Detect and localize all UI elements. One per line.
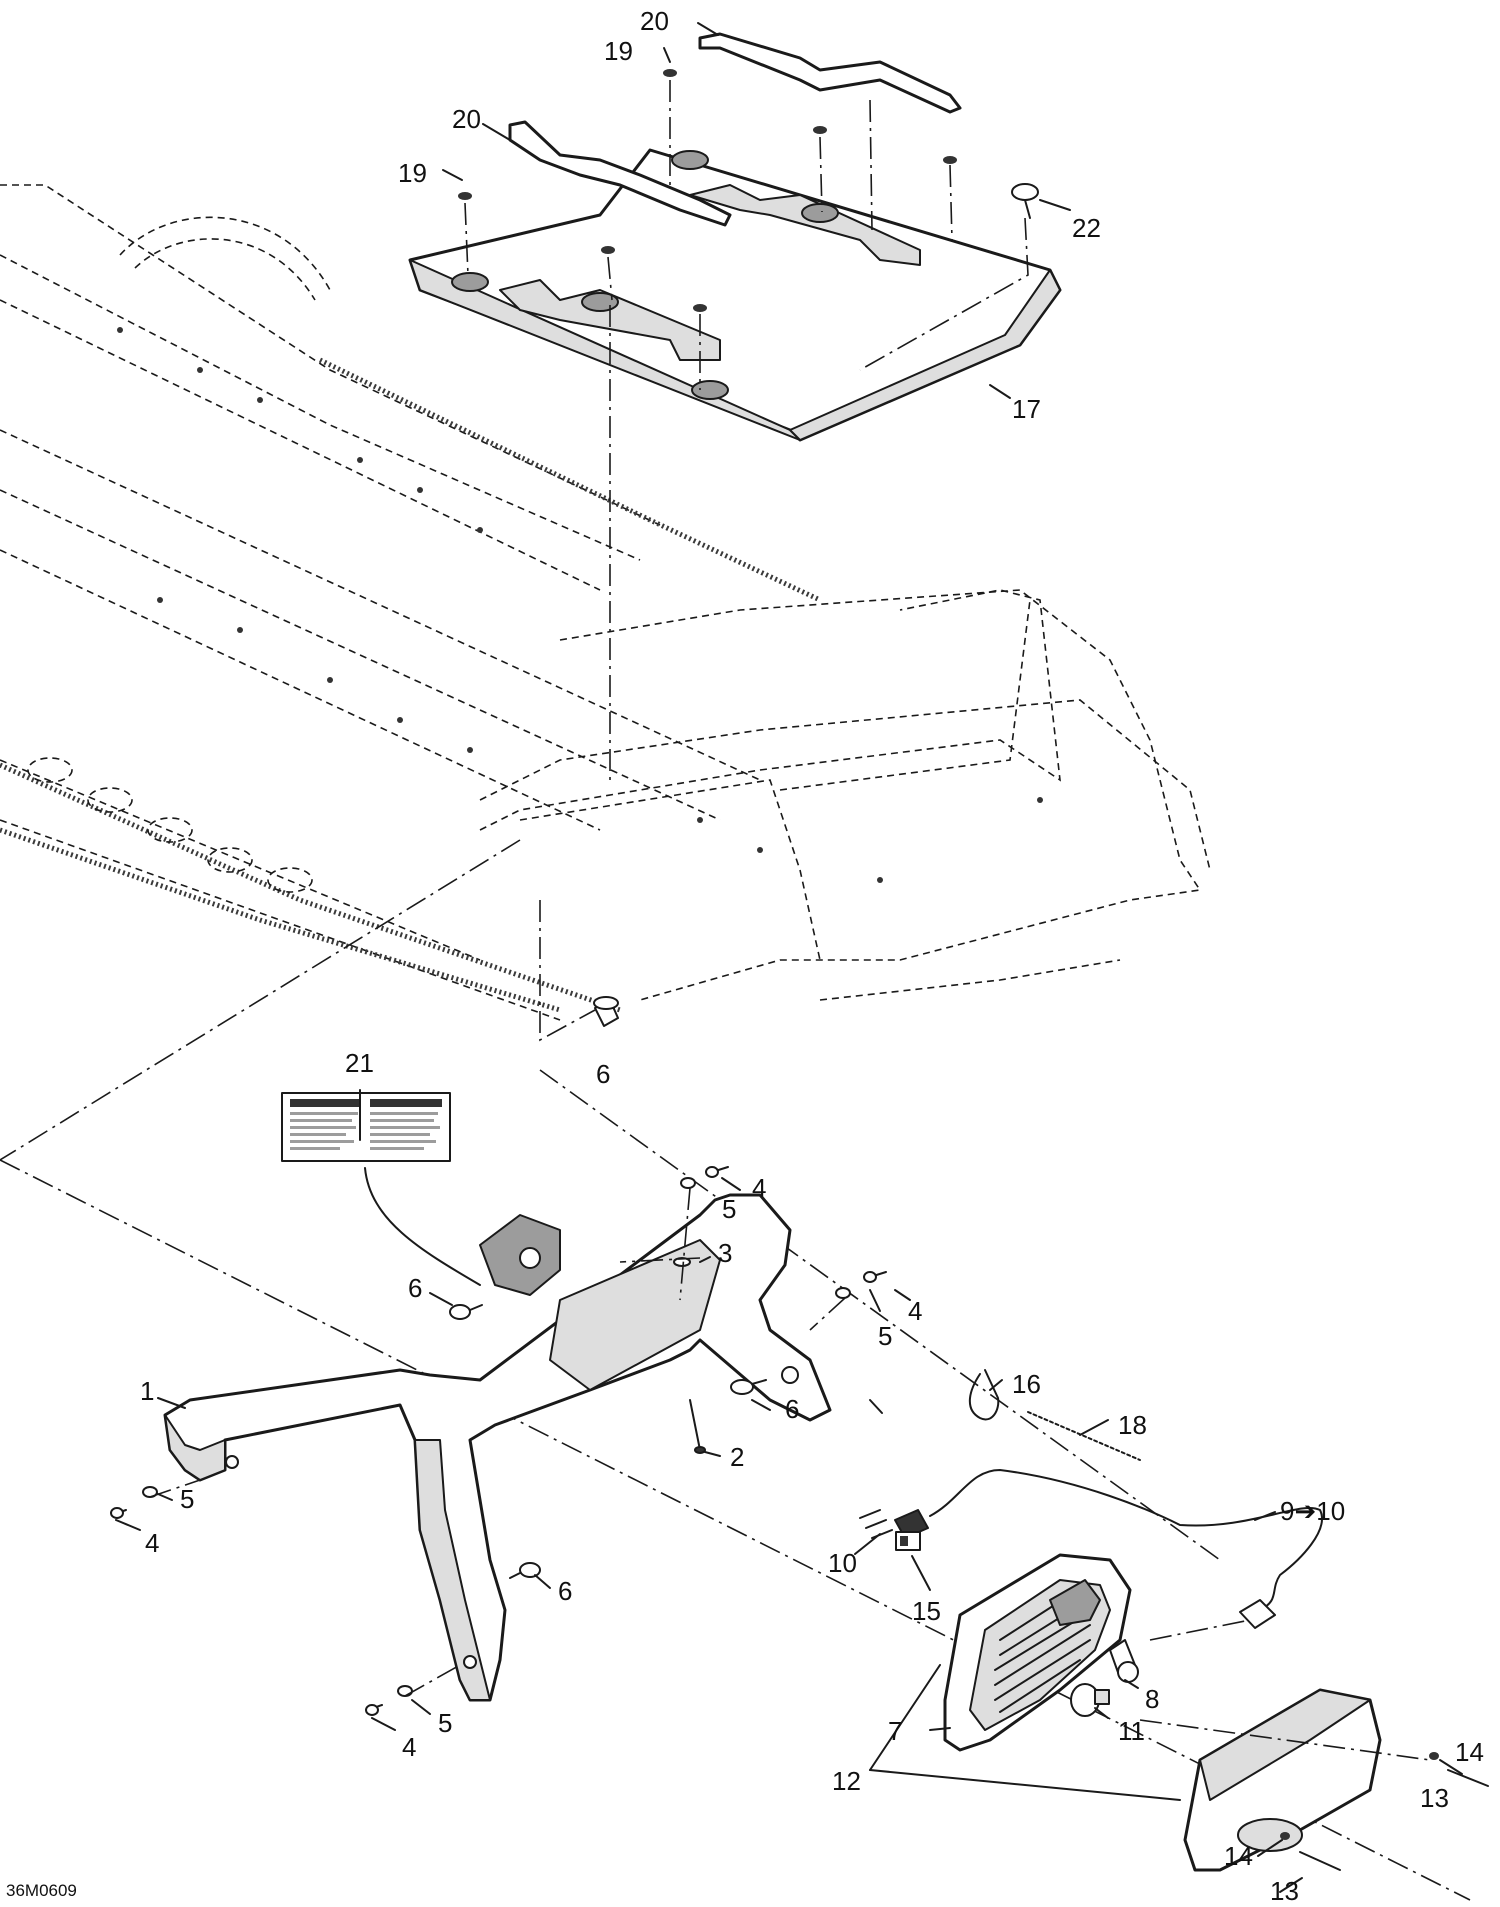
callout-5-left: 5 [180, 1484, 194, 1514]
lens-screws [1139, 1619, 1489, 1871]
callout-1: 1 [140, 1376, 154, 1406]
tunnel-frame [0, 184, 1211, 1021]
callout-2: 2 [730, 1442, 744, 1472]
taillight-housing-7 [943, 1553, 1132, 1752]
warning-decal [281, 1092, 481, 1286]
callout-11: 11 [1118, 1716, 1145, 1746]
bulb-11 [1070, 1683, 1110, 1717]
callout-14-right: 14 [1455, 1737, 1484, 1767]
callout-4-bottom: 4 [402, 1732, 416, 1762]
callout-7: 7 [888, 1716, 902, 1746]
reference-code: 36M0609 [6, 1881, 77, 1900]
callout-19-upper: 19 [604, 36, 633, 66]
cable-tie-16 [968, 1369, 1000, 1421]
bulb-socket-8 [1109, 1639, 1139, 1683]
connector-pins-10 [859, 1509, 893, 1539]
plate-assembly-lines [464, 80, 1029, 780]
callout-4-right: 4 [908, 1296, 922, 1326]
callout-4-left: 4 [145, 1528, 159, 1558]
bumper-fasteners [110, 1166, 887, 1716]
rear-bumper [163, 1193, 832, 1702]
callout-17: 17 [1012, 394, 1041, 424]
callout-12: 12 [832, 1766, 861, 1796]
seal-strip-lower [508, 120, 732, 227]
spring-sleeve-18 [1027, 1411, 1141, 1461]
callout-6-right: 6 [785, 1394, 799, 1424]
callout-6-bottom: 6 [558, 1576, 572, 1606]
screws-19 [458, 69, 957, 312]
push-rivet-22 [1011, 183, 1039, 219]
callout-6-frame: 6 [596, 1059, 610, 1089]
callout-18: 18 [1118, 1410, 1147, 1440]
connector-15 [895, 1531, 921, 1551]
callout-16: 16 [1012, 1369, 1041, 1399]
callout-4-top: 4 [752, 1173, 766, 1203]
seal-strip-upper [698, 32, 962, 114]
callout-13-right: 13 [1420, 1783, 1449, 1813]
callout-5-top: 5 [722, 1194, 736, 1224]
callout-3: 3 [718, 1238, 732, 1268]
callout-20-upper: 20 [640, 6, 669, 36]
mounted-bumper-outline [479, 589, 1061, 961]
callout-19-lower: 19 [398, 158, 427, 188]
rear-cover-plate [408, 148, 1062, 442]
callout-5-right: 5 [878, 1321, 892, 1351]
bolt-6-frame [539, 900, 619, 1042]
callout-labels: 20 19 20 19 22 17 6 21 4 5 6 4 5 3 6 2 1… [6, 6, 1484, 1906]
callout-10: 10 [828, 1548, 857, 1578]
callout-5-bottom: 5 [438, 1708, 452, 1738]
taillight-lens [1183, 1688, 1382, 1872]
callout-14-bottom: 14 [1224, 1841, 1253, 1871]
callout-20-lower: 20 [452, 104, 481, 134]
callout-8: 8 [1145, 1684, 1159, 1714]
leader-lines [115, 22, 1463, 1893]
callout-13-bottom: 13 [1270, 1876, 1299, 1906]
callout-15: 15 [912, 1596, 941, 1626]
callout-22: 22 [1072, 213, 1101, 243]
callout-21: 21 [345, 1048, 374, 1078]
callout-6-bumper: 6 [408, 1273, 422, 1303]
callout-9-to-10: 9➔10 [1280, 1496, 1345, 1526]
